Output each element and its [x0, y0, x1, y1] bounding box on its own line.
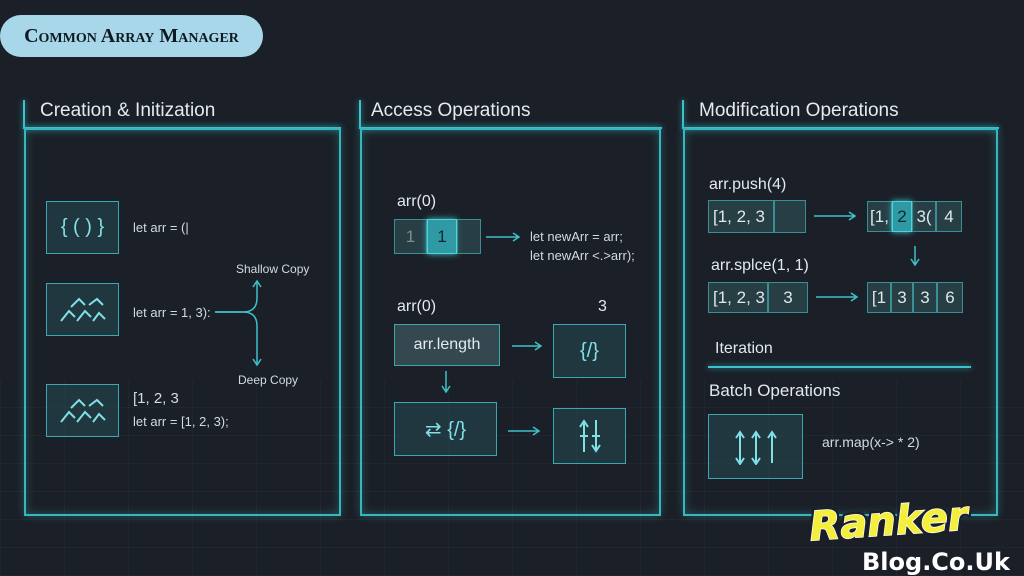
array-cell	[457, 219, 481, 254]
creation-panel	[24, 128, 341, 516]
creation-heading: Creation & Initization	[40, 100, 216, 121]
creation-line-3a: [1, 2, 3	[133, 390, 179, 407]
right-arrow	[508, 426, 541, 436]
ranker-blog-logo: Ranker Ranker Blog.Co.Uk	[805, 490, 1013, 576]
iteration-divider	[708, 366, 971, 368]
array-cell: 6	[937, 282, 963, 313]
swap-arrows-icon	[553, 408, 626, 464]
page-title: Common Array Manager	[0, 15, 263, 57]
up-down-arrows-icon	[708, 414, 803, 479]
array-cell: 1	[394, 219, 427, 254]
modification-heading: Modification Operations	[699, 100, 899, 121]
creation-line-1: let arr = (|	[133, 220, 189, 235]
access-three-label: 3	[598, 298, 607, 315]
right-arrow	[814, 211, 857, 221]
array-cell	[774, 200, 806, 233]
array-cell: 3	[768, 282, 808, 313]
down-arrow	[910, 246, 920, 267]
array-cell: 4	[936, 201, 962, 232]
access-arr0-label-2: arr(0)	[397, 298, 437, 315]
arr-length-box: arr.length	[394, 324, 500, 366]
array-cell-highlighted: 2	[892, 201, 912, 232]
access-newarr-line-1: let newArr = arr;	[530, 229, 623, 244]
access-newarr-line-2: let newArr <.>arr);	[530, 248, 635, 263]
array-cell: [1, 2, 3	[708, 200, 774, 233]
array-cell: 3(	[912, 201, 936, 232]
splice-label: arr.splce(1, 1)	[711, 257, 809, 274]
svg-text:Ranker: Ranker	[808, 493, 971, 550]
deep-copy-label: Deep Copy	[238, 373, 299, 387]
svg-text:Blog.Co.Uk: Blog.Co.Uk	[862, 548, 1011, 576]
access-panel	[360, 128, 661, 516]
code-icon: {/}	[553, 324, 626, 378]
creation-line-2: let arr = 1, 3):	[133, 305, 211, 320]
modification-divider-left	[682, 100, 684, 128]
map-label: arr.map(x-> * 2)	[822, 434, 920, 450]
right-arrow	[486, 232, 521, 242]
array-cell: [1, 2, 3	[708, 282, 768, 313]
right-arrow	[816, 292, 859, 302]
down-arrow	[441, 371, 451, 394]
creation-line-3b: let arr = [1, 2, 3);	[133, 414, 229, 429]
access-divider-left	[359, 100, 361, 128]
array-cell: 3	[913, 282, 937, 313]
batch-operations-label: Batch Operations	[709, 381, 841, 400]
push-label: arr.push(4)	[709, 176, 787, 193]
background-floor-grid	[0, 380, 1024, 576]
creation-divider-left	[23, 100, 25, 128]
braces-icon: { ( ) }	[46, 201, 119, 254]
shallow-copy-label: Shallow Copy	[236, 262, 310, 276]
array-cell: [1	[867, 282, 891, 313]
access-heading: Access Operations	[371, 100, 531, 121]
array-cell: [1,	[867, 201, 892, 232]
wave-icon	[46, 384, 119, 437]
array-cell-highlighted: 1	[427, 219, 457, 254]
iteration-label: Iteration	[715, 340, 773, 357]
right-arrow	[512, 341, 543, 351]
modification-panel	[683, 128, 998, 516]
array-cell: 3	[891, 282, 913, 313]
wave-icon	[46, 283, 119, 336]
access-arr0-label-1: arr(0)	[397, 193, 437, 210]
loop-code-icon: ⇄ {/}	[394, 402, 497, 456]
copy-branch-arrows	[215, 279, 262, 367]
